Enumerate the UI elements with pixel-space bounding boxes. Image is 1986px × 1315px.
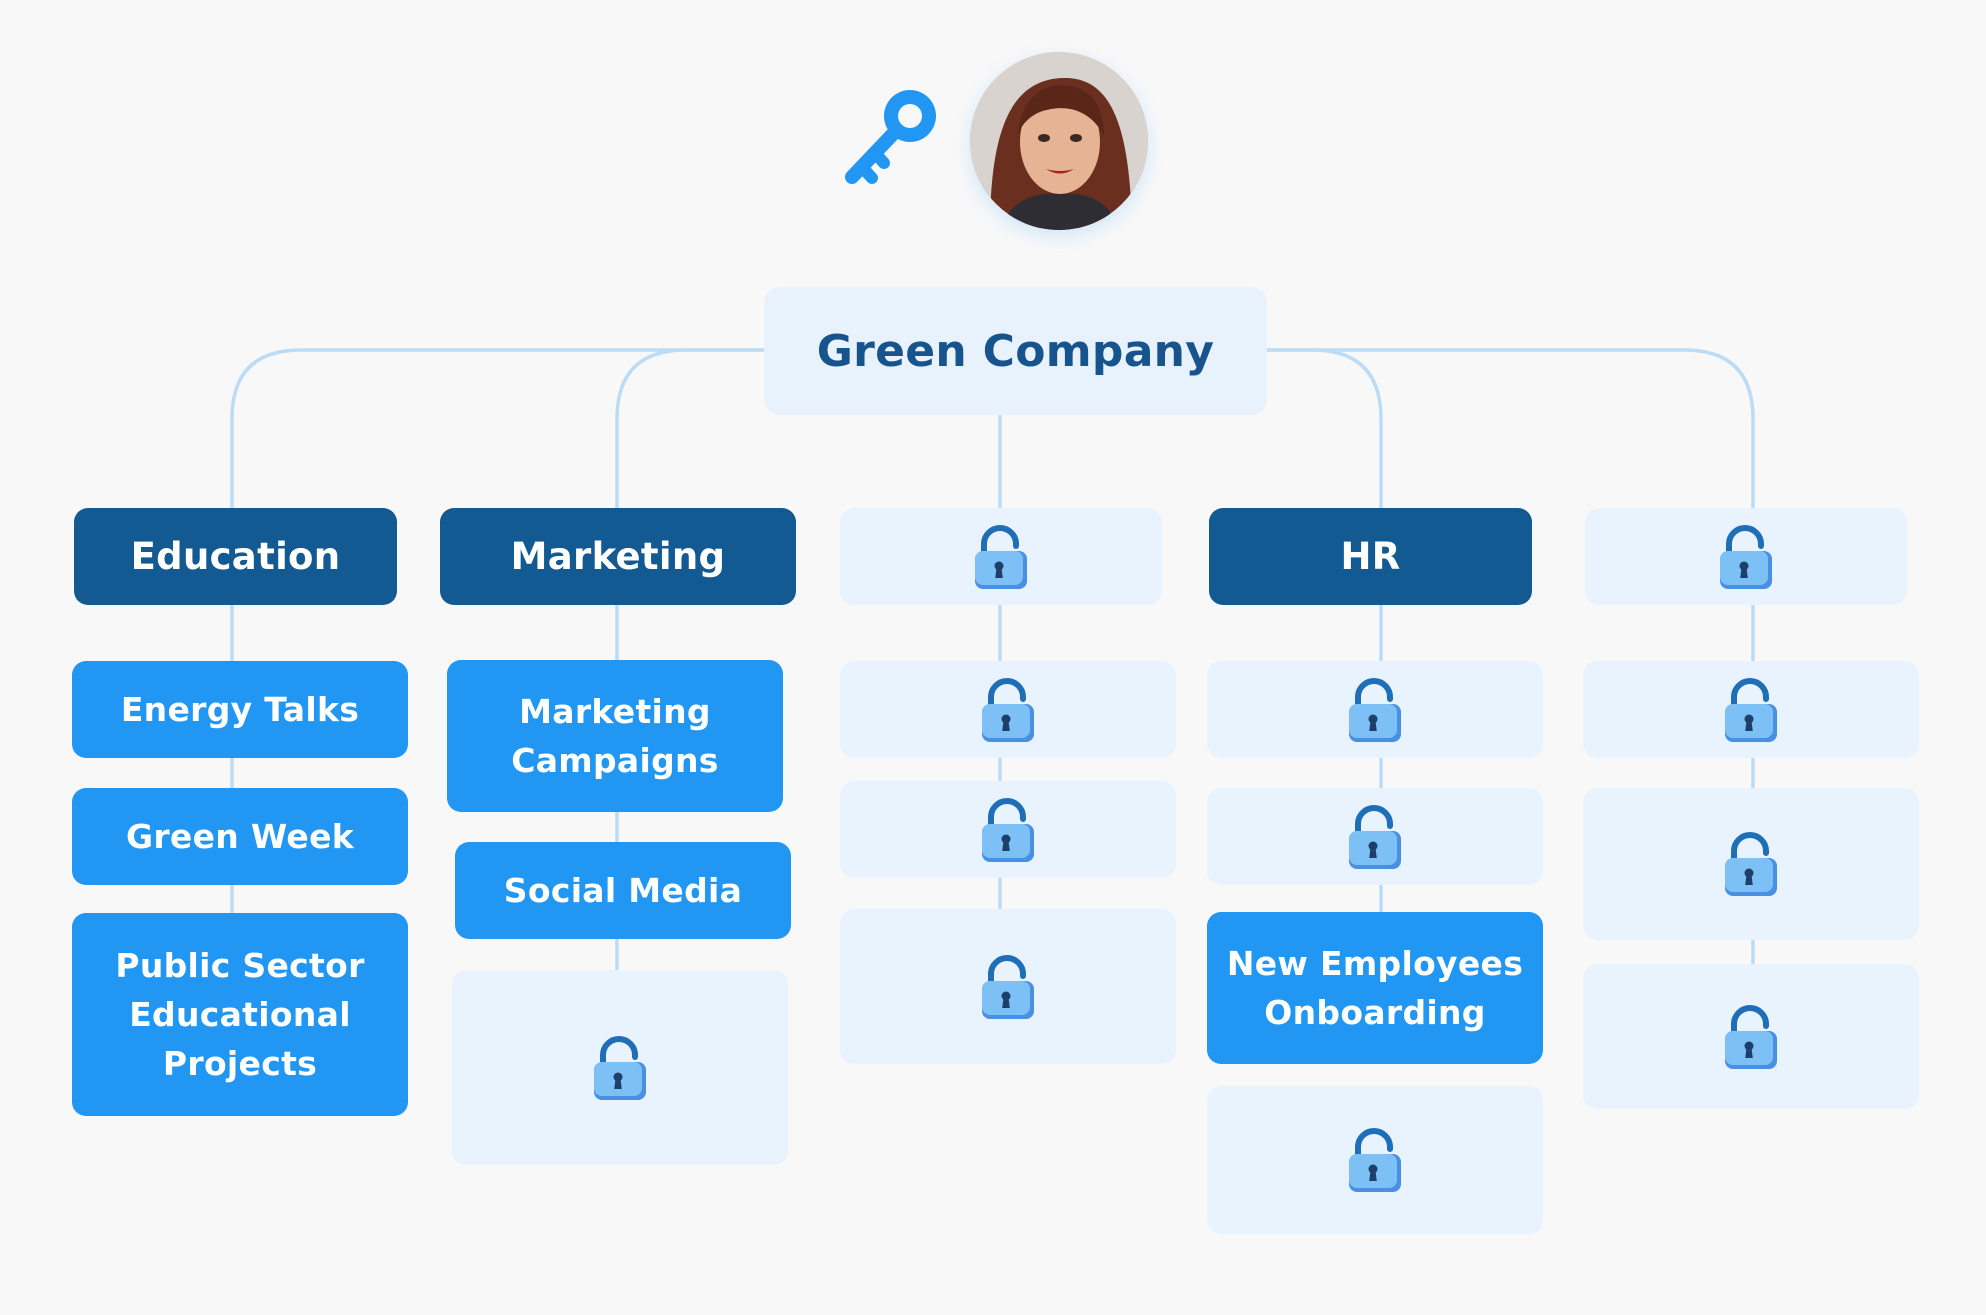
team-locked <box>840 781 1176 878</box>
team-label: Social Media <box>503 871 743 910</box>
team-label: Marketing Campaigns <box>511 692 719 780</box>
team-locked <box>1583 788 1919 940</box>
department-locked <box>840 508 1162 605</box>
lock-icon <box>1349 804 1401 869</box>
team-locked <box>1207 661 1543 758</box>
department-label: Education <box>130 535 341 578</box>
team-energy-talks[interactable]: Energy Talks <box>72 661 408 758</box>
team-new-employees-onboarding[interactable]: New Employees Onboarding <box>1207 912 1543 1064</box>
lock-icon <box>982 677 1034 742</box>
team-locked <box>840 909 1176 1064</box>
team-label: Energy Talks <box>120 690 360 729</box>
department-education[interactable]: Education <box>74 508 397 605</box>
root-node[interactable]: Green Company <box>764 287 1267 415</box>
team-marketing-campaigns[interactable]: Marketing Campaigns <box>447 660 783 812</box>
team-green-week[interactable]: Green Week <box>72 788 408 885</box>
team-locked <box>1207 788 1543 885</box>
team-label: New Employees Onboarding <box>1226 944 1524 1032</box>
lock-icon <box>982 797 1034 862</box>
lock-icon <box>1720 524 1772 589</box>
team-locked <box>1583 661 1919 758</box>
lock-icon <box>975 524 1027 589</box>
root-node-label: Green Company <box>816 325 1215 377</box>
team-locked <box>840 661 1176 758</box>
lock-icon <box>1725 1004 1777 1069</box>
team-social-media[interactable]: Social Media <box>455 842 791 939</box>
team-label: Public Sector Educational Projects <box>115 946 365 1083</box>
team-locked <box>452 970 788 1165</box>
department-locked <box>1585 508 1907 605</box>
department-label: Marketing <box>510 535 726 578</box>
lock-icon <box>1349 1128 1401 1192</box>
avatar <box>970 52 1148 230</box>
team-label: Green Week <box>125 817 355 856</box>
key-icon <box>842 82 944 194</box>
department-label: HR <box>1340 535 1401 578</box>
department-hr[interactable]: HR <box>1209 508 1532 605</box>
team-locked <box>1583 964 1919 1109</box>
lock-icon <box>1725 832 1777 896</box>
team-public-sector-projects[interactable]: Public Sector Educational Projects <box>72 913 408 1116</box>
lock-icon <box>594 1035 646 1100</box>
lock-icon <box>1725 677 1777 742</box>
department-marketing[interactable]: Marketing <box>440 508 796 605</box>
team-locked <box>1207 1086 1543 1234</box>
lock-icon <box>1349 677 1401 742</box>
lock-icon <box>982 954 1034 1019</box>
